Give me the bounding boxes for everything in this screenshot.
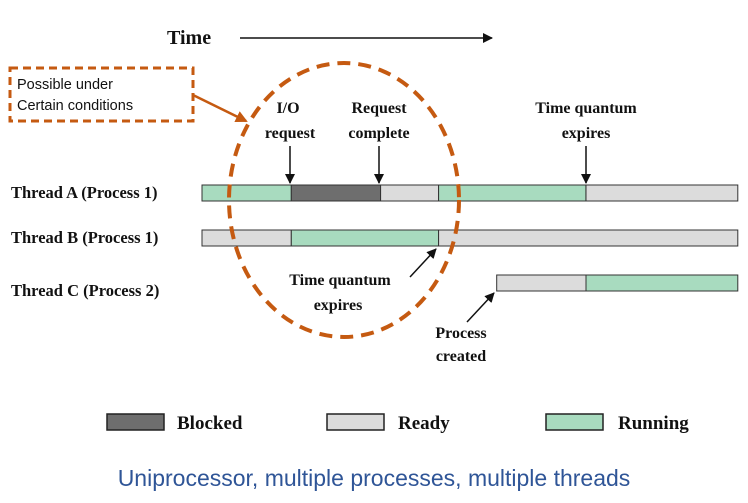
io-request-label-line2: request bbox=[265, 125, 316, 142]
thread-c-segment-ready bbox=[496, 274, 587, 292]
legend-swatch-ready bbox=[326, 413, 385, 431]
process-created-line1: Process bbox=[435, 325, 486, 342]
quantum-expires-top-line2: expires bbox=[562, 125, 611, 142]
quantum-expires-mid-line2: expires bbox=[314, 297, 363, 314]
highlight-ellipse bbox=[227, 61, 461, 339]
thread-a-segment-running bbox=[201, 184, 292, 202]
thread-label-c: Thread C (Process 2) bbox=[11, 281, 159, 300]
callout-line-1: Possible under bbox=[17, 77, 113, 93]
thread-label-a: Thread A (Process 1) bbox=[11, 183, 158, 202]
legend-swatch-blocked bbox=[106, 413, 165, 431]
process-created-line2: created bbox=[436, 348, 486, 365]
thread-label-b: Thread B (Process 1) bbox=[11, 228, 158, 247]
thread-b-segment-ready bbox=[438, 229, 739, 247]
thread-b-segment-ready bbox=[201, 229, 292, 247]
legend-label-blocked: Blocked bbox=[177, 413, 243, 434]
thread-a-segment-ready bbox=[585, 184, 739, 202]
thread-c-segment-running bbox=[585, 274, 739, 292]
request-complete-label-line2: complete bbox=[348, 125, 409, 142]
io-request-label-line1: I/O bbox=[276, 100, 299, 117]
quantum-expires-mid-arrow bbox=[409, 248, 437, 278]
quantum-expires-top-line1: Time quantum bbox=[535, 100, 637, 117]
thread-b-segment-running bbox=[290, 229, 440, 247]
callout-pointer bbox=[192, 93, 248, 123]
process-created-arrow bbox=[466, 292, 495, 323]
caption: Uniprocessor, multiple processes, multip… bbox=[118, 465, 631, 491]
request-complete-label-line1: Request bbox=[351, 100, 407, 117]
legend-label-ready: Ready bbox=[398, 413, 450, 434]
time-label: Time bbox=[167, 27, 211, 49]
quantum-expires-mid-line1: Time quantum bbox=[289, 272, 391, 289]
timeline-bars bbox=[201, 184, 739, 292]
thread-a-segment-blocked bbox=[290, 184, 382, 202]
legend-label-running: Running bbox=[618, 413, 689, 434]
callout-line-2: Certain conditions bbox=[17, 98, 133, 114]
thread-a-segment-ready bbox=[380, 184, 440, 202]
legend-swatch-running bbox=[545, 413, 604, 431]
callout-box bbox=[8, 66, 195, 123]
